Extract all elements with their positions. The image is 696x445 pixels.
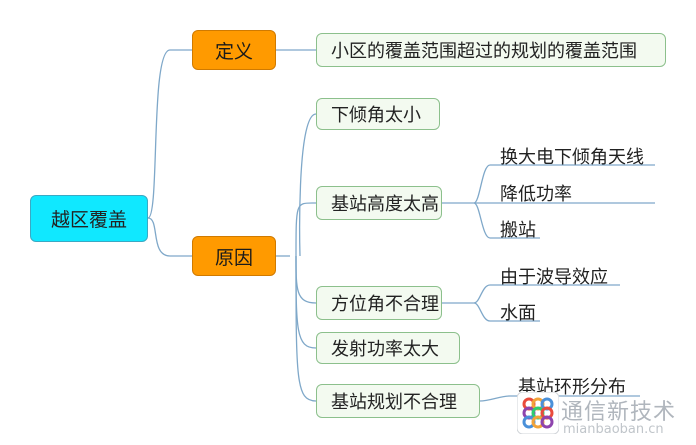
- subcause-water-surface: 水面: [500, 303, 536, 324]
- cause-azimuth: 方位角不合理: [316, 286, 442, 320]
- subcause-replace-antenna: 换大电下倾角天线: [500, 147, 644, 168]
- watermark-cn-text: 通信新技术: [561, 400, 677, 425]
- definition-node: 定义: [192, 30, 276, 70]
- subcause-ducting: 由于波导效应: [500, 267, 608, 288]
- subcause-reduce-power: 降低功率: [500, 184, 572, 205]
- definition-text-node: 小区的覆盖范围超过的规划的覆盖范围: [316, 33, 666, 67]
- cause-site-planning: 基站规划不合理: [316, 384, 480, 418]
- cause-tilt-small: 下倾角太小: [316, 98, 440, 130]
- cause-site-too-high: 基站高度太高: [316, 186, 442, 220]
- root-node: 越区覆盖: [30, 195, 148, 242]
- cause-power-too-high: 发射功率太大: [316, 332, 460, 364]
- watermark-logo-icon: [517, 392, 559, 434]
- watermark: 通信新技术 mianbaoban.cn: [517, 392, 696, 445]
- subcause-relocate-site: 搬站: [500, 220, 536, 241]
- causes-node: 原因: [192, 236, 276, 276]
- watermark-en-text: mianbaoban.cn: [563, 422, 664, 437]
